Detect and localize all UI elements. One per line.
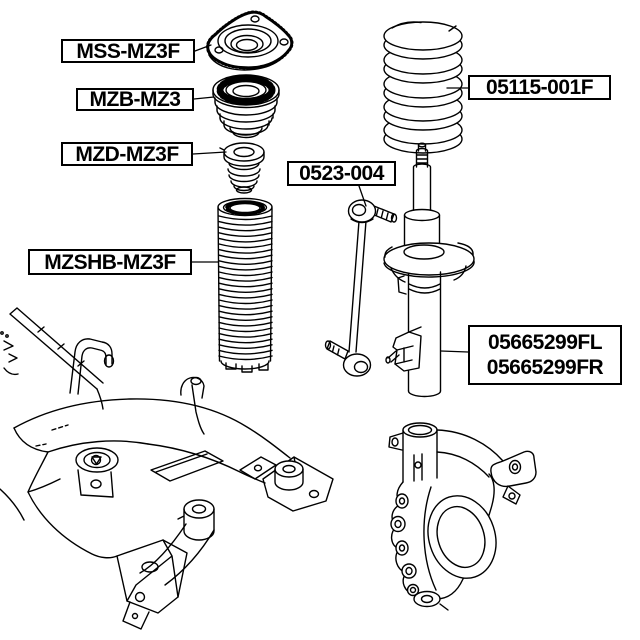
label-shock-absorber: 05665299FL 05665299FR [468,325,622,385]
label-bearing: MZB-MZ3 [76,88,194,111]
label-shock-absorber-fl: 05665299FL [487,331,603,354]
shock-absorber-drawing [383,142,475,398]
bump-stop-drawing [219,142,265,194]
label-strut-mount: MSS-MZ3F [61,39,195,63]
label-shock-boot: MZSHB-MZ3F [28,249,192,275]
label-bump-stop: MZD-MZ3F [61,142,193,166]
label-shock-absorber-fr: 05665299FR [486,356,604,379]
knuckle-drawing [388,422,537,611]
label-stabilizer-link: 0523-004 [287,161,396,186]
label-coil-spring: 05115-001F [468,75,611,100]
leader-lines [191,44,469,353]
stabilizer-link-drawing [324,199,398,377]
coil-spring-drawing [383,21,463,154]
bearing-drawing [212,74,280,139]
dust-boot-drawing [217,197,273,373]
subframe-drawing [0,307,334,630]
strut-mount-drawing [206,10,294,71]
